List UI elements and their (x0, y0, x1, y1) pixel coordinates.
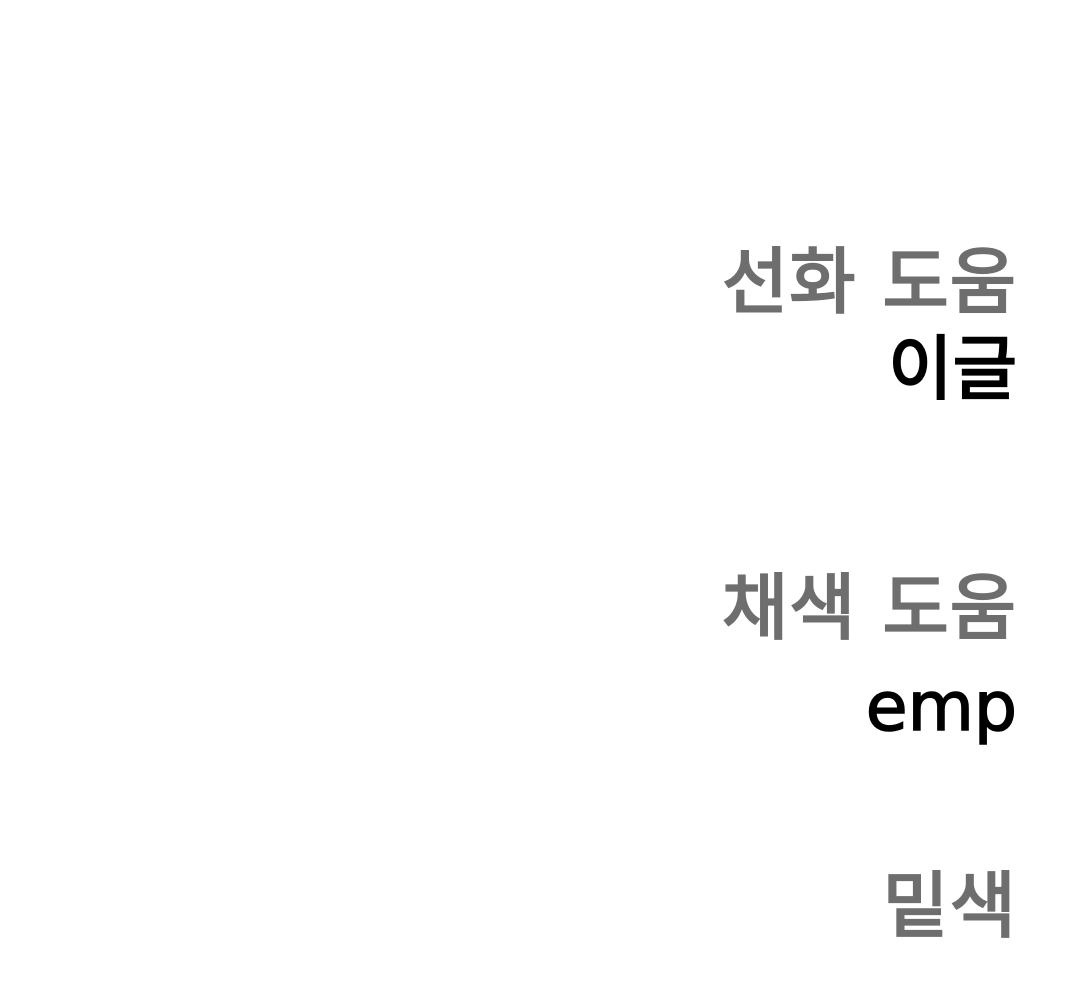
lineart-role-label: 선화 도움 (721, 240, 1017, 324)
lineart-assistant-name: 이글 (888, 328, 1017, 410)
coloring-role-label: 채색 도움 (721, 566, 1017, 650)
coloring-assistant-name: emp (865, 668, 1018, 747)
credit-coloring: 채색 도움 emp (721, 566, 1018, 747)
credit-lineart: 선화 도움 이글 (722, 246, 1017, 404)
base-color-role-label: 밑색 (882, 864, 1017, 948)
credit-base-color: 밑색 (883, 870, 1017, 942)
